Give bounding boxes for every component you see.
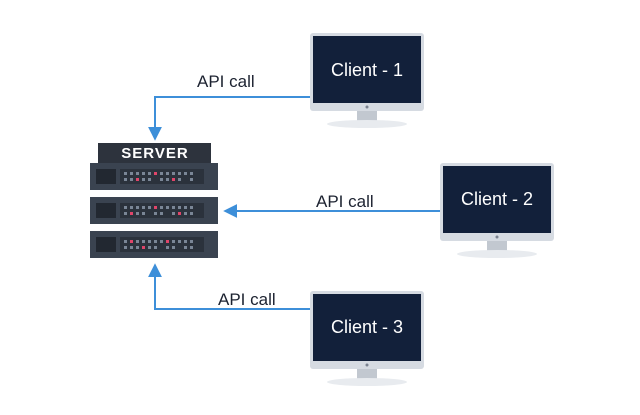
server-top-panel — [98, 143, 211, 163]
server-unit-2 — [90, 197, 218, 224]
api-call-label-1: API call — [197, 72, 255, 91]
client-1-screen — [313, 36, 421, 103]
client-1-label: Client - 1 — [331, 60, 403, 80]
arrow-client-1-to-server — [148, 96, 310, 141]
client-3-label: Client - 3 — [331, 317, 403, 337]
client-2-label: Client - 2 — [461, 189, 533, 209]
client-3-screen — [313, 294, 421, 361]
server-unit-3 — [90, 231, 218, 258]
server-label: SERVER — [121, 145, 188, 162]
client-2-screen — [443, 166, 551, 233]
api-call-label-3: API call — [218, 290, 276, 309]
server-unit-1 — [90, 163, 218, 190]
arrow-client-3-to-server — [148, 263, 310, 310]
client-2-monitor: Client - 2 — [440, 163, 554, 258]
server: SERVER — [90, 143, 218, 258]
client-3-monitor: Client - 3 — [310, 291, 424, 386]
api-arrows — [148, 96, 440, 310]
api-call-label-2: API call — [316, 192, 374, 211]
client-1-monitor: Client - 1 — [310, 33, 424, 128]
